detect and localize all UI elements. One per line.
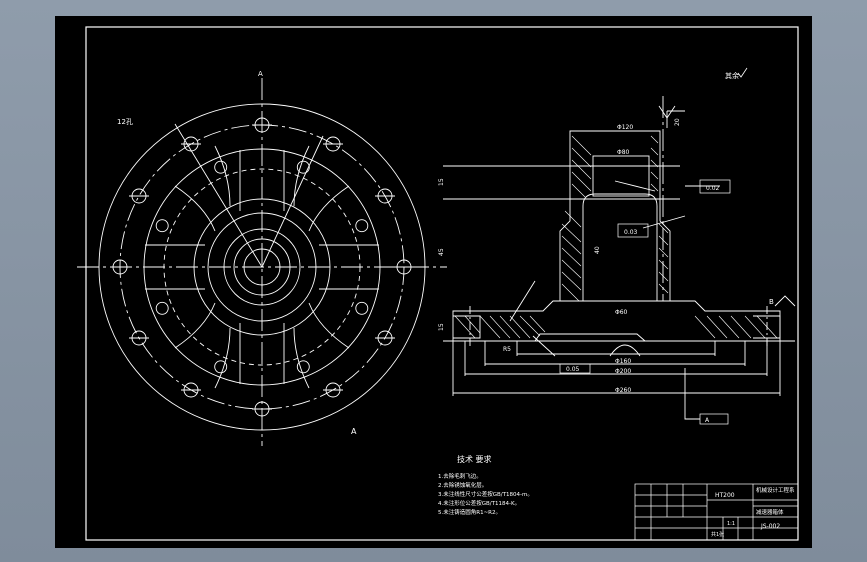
inner-hole — [296, 160, 310, 174]
dim-d1: Φ260 — [615, 387, 631, 394]
drawing-number: JS-002 — [760, 523, 780, 530]
inner-hole — [155, 219, 169, 233]
drawing-canvas: 12孔 A A — [77, 26, 799, 541]
tech-req-item: 5.未注铸造圆角R1~R2。 — [438, 508, 501, 516]
roughness-note: 其余 — [725, 71, 739, 80]
section-mark-bottom: A — [351, 427, 357, 436]
datum-label: A — [705, 417, 710, 424]
tol-frame-2: 0.03 — [624, 229, 638, 236]
inner-hole — [355, 219, 369, 233]
rib-fillets-2 — [214, 145, 310, 389]
title-block — [634, 483, 799, 541]
datum-b: B — [769, 298, 774, 306]
flange-hole-lines — [453, 315, 781, 339]
drawing-sheet: 12孔 A A — [55, 16, 812, 548]
top-bore — [592, 155, 650, 197]
bore-outline — [582, 193, 658, 301]
dim-r1: R5 — [503, 346, 511, 353]
section-hatching — [454, 135, 778, 339]
tech-req-item: 4.未注形位公差按GB/T1184-K。 — [438, 499, 520, 507]
body-outline — [559, 130, 671, 301]
dim-h2: 45 — [438, 248, 445, 256]
inner-hole — [155, 301, 169, 315]
bolt-holes — [110, 117, 414, 417]
dim-h4: 40 — [594, 246, 601, 254]
bottom-arc — [609, 344, 641, 357]
inner-hole — [214, 160, 228, 174]
tech-req-item: 3.未注线性尺寸公差按GB/T1804-m。 — [438, 490, 533, 498]
holes-label: 12孔 — [117, 118, 133, 126]
tech-req-item: 1.去除毛刺飞边。 — [438, 472, 482, 480]
dim-h3: 15 — [438, 323, 445, 331]
tol-frame-1: 0.02 — [706, 185, 720, 192]
leaders — [509, 180, 720, 420]
tech-req-list: 1.去除毛刺飞边。2.去除锈蚀氧化层。3.未注线性尺寸公差按GB/T1804-m… — [438, 472, 533, 516]
inner-hole — [355, 301, 369, 315]
top-view — [77, 78, 447, 446]
dim-extensions — [452, 341, 781, 396]
rib-lines — [145, 150, 379, 384]
tech-req-title: 技术 要求 — [457, 454, 492, 464]
datum-symbol — [774, 295, 796, 307]
flange-outline — [452, 300, 781, 342]
dim-d2: Φ200 — [615, 368, 631, 375]
inner-hole — [214, 360, 228, 374]
rib-fillets — [174, 185, 350, 349]
dim-d5: Φ80 — [617, 149, 630, 156]
section-view — [443, 96, 796, 420]
section-mark-top: A — [258, 70, 263, 78]
dim-lines — [453, 353, 780, 394]
sheet-label: 共1张 — [711, 531, 724, 538]
tech-req-item: 2.去除锈蚀氧化层。 — [438, 481, 487, 489]
scale-label: 1:1 — [727, 521, 735, 527]
section-line — [261, 135, 324, 268]
dim-d6: Φ60 — [615, 309, 628, 316]
leader-line — [174, 123, 263, 268]
dim-h1: 15 — [438, 178, 445, 186]
dim-d3: Φ160 — [615, 358, 631, 365]
check-roughness-icon — [737, 67, 748, 78]
company-label: 机械设计工程系 — [756, 486, 795, 494]
tol-frame-3: 0.05 — [566, 366, 580, 373]
dim-h5: 20 — [674, 118, 681, 126]
part-name-label: 减速器箱体 — [756, 508, 784, 516]
drawing-border — [85, 26, 799, 541]
roughness-symbol — [658, 105, 685, 128]
tolerance-frames — [559, 179, 731, 425]
material-label: HT200 — [715, 492, 735, 499]
dim-d4: Φ120 — [617, 124, 633, 131]
inner-hole — [296, 360, 310, 374]
